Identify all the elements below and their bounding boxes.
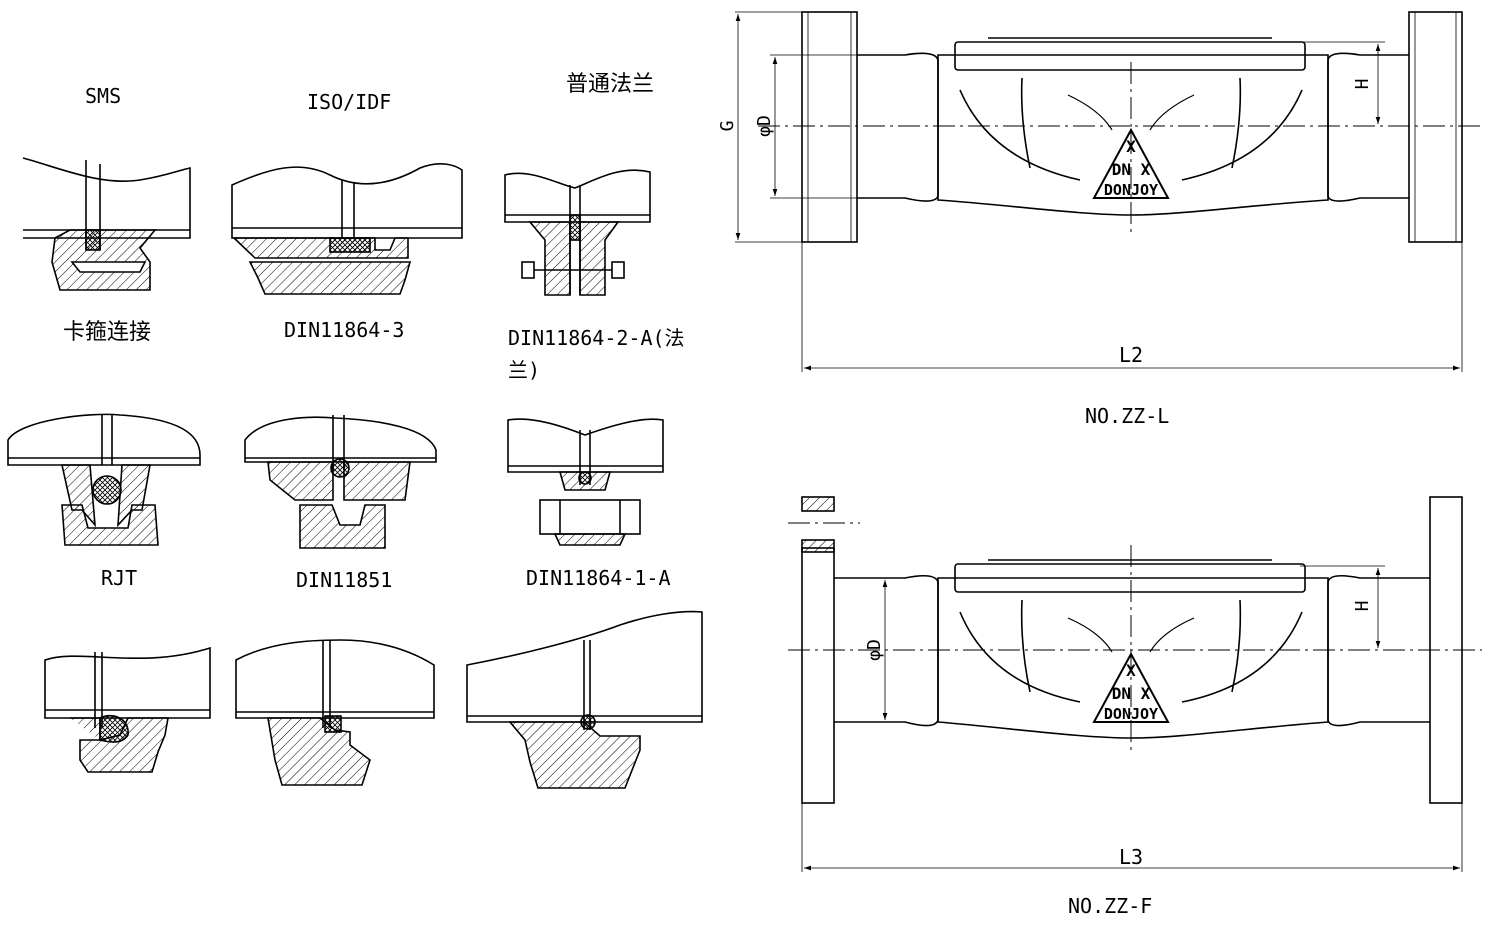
view-zz-f — [788, 496, 1482, 872]
dim-d-label-l: φD — [754, 115, 775, 137]
label-din11851: DIN11851 — [296, 568, 393, 592]
detail-din11851 — [244, 415, 437, 549]
label-din11864-2a: DIN11864-2-A(法兰) — [508, 326, 685, 382]
badge-line1: DN X — [1112, 160, 1151, 179]
header-sms: SMS — [85, 84, 122, 108]
label-din11864-1a: DIN11864-1-A — [526, 566, 671, 590]
view-zz-l — [735, 11, 1482, 372]
detail-sms-clamp — [22, 157, 191, 291]
detail-flange-2a — [504, 169, 651, 296]
dim-g-label: G — [717, 121, 738, 132]
detail-din11864-1a — [507, 418, 664, 546]
badge-logo-l: X DN X DONJOY — [1104, 137, 1158, 199]
badge-mark: X — [1126, 137, 1136, 156]
label-din11864-3: DIN11864-3 — [284, 318, 405, 342]
badge-line2: DONJOY — [1104, 705, 1158, 723]
detail-row3-a — [44, 646, 211, 773]
header-flange: 普通法兰 — [566, 72, 655, 97]
detail-iso-idf — [231, 163, 463, 295]
label-clamp: 卡箍连接 — [63, 320, 152, 345]
detail-rjt — [7, 413, 201, 546]
dim-l2-label: L2 — [1119, 343, 1143, 367]
badge-mark: X — [1126, 661, 1136, 680]
dim-d-label-f: φD — [864, 639, 885, 661]
caption-zz-l: NO.ZZ-L — [1085, 404, 1170, 428]
badge-line1: DN X — [1112, 684, 1151, 703]
header-iso-idf: ISO/IDF — [307, 90, 392, 114]
dim-h-label-l: H — [1352, 79, 1373, 90]
label-rjt: RJT — [101, 566, 138, 590]
dim-l3-label: L3 — [1119, 845, 1143, 869]
badge-line2: DONJOY — [1104, 181, 1158, 199]
badge-logo-f: X DN X DONJOY — [1104, 661, 1158, 723]
caption-zz-f: NO.ZZ-F — [1068, 894, 1153, 918]
detail-row3-c — [466, 610, 703, 789]
dim-h-label-f: H — [1352, 601, 1373, 612]
detail-row3-b — [235, 639, 435, 786]
